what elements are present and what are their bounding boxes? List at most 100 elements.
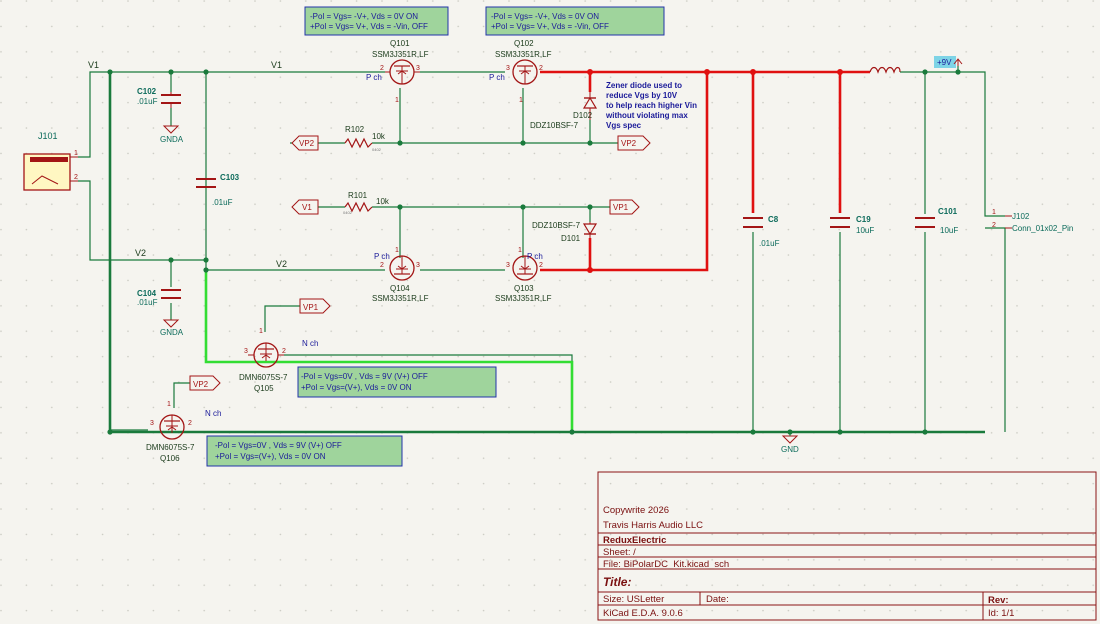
mosfet-q104[interactable]: Q104 SSM3J351R,LF P ch 2 3 1 [372, 247, 429, 303]
resistor-r101[interactable]: R101 10k 0402 [343, 191, 390, 215]
q102-pin2: 2 [539, 65, 543, 72]
q104-ref: Q104 [390, 284, 410, 293]
q101-value: SSM3J351R,LF [372, 50, 429, 59]
q104-pin3: 3 [416, 262, 420, 269]
q104-pin2: 2 [380, 262, 384, 269]
tb-size: Size: USLetter [603, 594, 664, 605]
q103-type: P ch [527, 252, 543, 261]
c103-value: .01uF [212, 198, 233, 207]
note-box-q101: -Pol = Vgs= -V+, Vds = 0V ON +Pol = Vgs=… [304, 6, 449, 36]
zener-note: Zener diode used to reduce Vgs by 10V to… [605, 81, 697, 130]
net-v2-mid: V2 [276, 259, 287, 269]
q106-value: DMN6075S-7 [146, 443, 195, 452]
label-vp2-right: VP2 [617, 135, 651, 151]
diode-d102[interactable]: D102 DDZ10BSF-7 [530, 92, 598, 130]
mosfet-q105[interactable]: DMN6075S-7 Q105 N ch 3 2 1 [239, 328, 318, 393]
q103-pin3: 3 [506, 262, 510, 269]
q102-value: SSM3J351R,LF [495, 50, 552, 59]
q104-value: SSM3J351R,LF [372, 294, 429, 303]
gnd-label: GND [781, 445, 799, 454]
q103-value: SSM3J351R,LF [495, 294, 552, 303]
note-q106-line2: +Pol = Vgs=(V+), Vds = 0V ON [215, 452, 326, 461]
q106-pin1: 1 [167, 401, 171, 408]
q101-pin1: 1 [395, 97, 399, 104]
q106-type: N ch [205, 409, 221, 418]
q103-pin2: 2 [539, 262, 543, 269]
label-vp2-q106: VP2 [189, 375, 221, 391]
mosfet-q102[interactable]: Q102 SSM3J351R,LF P ch 3 2 1 [489, 39, 552, 104]
j102-pin1: 1 [992, 209, 996, 216]
q104-pin1: 1 [395, 247, 399, 254]
note-q106-line1: -Pol = Vgs=0V , Vds = 9V (V+) OFF [215, 441, 342, 450]
note-box-q106: -Pol = Vgs=0V , Vds = 9V (V+) OFF +Pol =… [206, 435, 403, 467]
zener-note-line2: reduce Vgs by 10V [606, 91, 678, 100]
capacitor-c104[interactable]: C104 .01uF [137, 289, 181, 307]
q102-type: P ch [489, 73, 505, 82]
title-block-text: Copywrite 2026 Travis Harris Audio LLC R… [603, 505, 1014, 619]
q101-ref: Q101 [390, 39, 410, 48]
gnd-symbol: GND [781, 432, 799, 454]
diode-d101[interactable]: DDZ10BSF-7 D101 [532, 221, 598, 243]
net-v2-left: V2 [135, 248, 146, 258]
r102-value: 10k [372, 132, 386, 141]
note-box-q105: -Pol = Vgs=0V , Vds = 9V (V+) OFF +Pol =… [297, 366, 497, 398]
zener-note-line1: Zener diode used to [606, 81, 682, 90]
wires [78, 66, 1006, 432]
capacitor-c8[interactable]: C8 .01uF [743, 215, 780, 248]
q101-type: P ch [366, 73, 382, 82]
q105-pin1: 1 [259, 328, 263, 335]
capacitor-c102[interactable]: C102 .01uF [137, 87, 181, 108]
mosfet-q101[interactable]: Q101 SSM3J351R,LF P ch 2 3 1 [366, 39, 429, 104]
tb-project: ReduxElectric [603, 535, 666, 546]
c8-ref: C8 [768, 215, 779, 224]
tb-sheet: Sheet: / [603, 547, 636, 558]
label-vp2-left: VP2 [291, 135, 319, 151]
tb-file: File: BiPolarDC_Kit.kicad_sch [603, 559, 729, 570]
j101-pin1: 1 [74, 150, 78, 157]
net-v1-left: V1 [88, 60, 99, 70]
j102-ref: J102 [1012, 212, 1030, 221]
capacitor-c19[interactable]: C19 10uF [830, 215, 874, 235]
q102-pin3: 3 [506, 65, 510, 72]
mosfet-q103[interactable]: Q103 SSM3J351R,LF P ch 3 2 1 [495, 247, 552, 303]
zener-note-line5: Vgs spec [606, 121, 642, 130]
gnda-symbol-bottom: GNDA [160, 319, 184, 337]
q101-pin3: 3 [416, 65, 420, 72]
note-q101-line1: -Pol = Vgs= -V+, Vds = 0V ON [310, 12, 418, 21]
d101-value: DDZ10BSF-7 [532, 221, 581, 230]
vp1-right-text: VP1 [613, 203, 629, 212]
net-v1-mid: V1 [271, 60, 282, 70]
capacitor-c101[interactable]: C101 10uF [915, 207, 958, 235]
junction-dots [107, 69, 961, 435]
c19-ref: C19 [856, 215, 871, 224]
tb-tool: KiCad E.D.A. 9.0.6 [603, 608, 683, 619]
note-q102-line1: -Pol = Vgs= -V+, Vds = 0V ON [491, 12, 599, 21]
d102-ref: D102 [573, 111, 593, 120]
q105-pin3: 3 [244, 348, 248, 355]
q101-pin2: 2 [380, 65, 384, 72]
red-junction-dots [587, 69, 843, 273]
q105-value: DMN6075S-7 [239, 373, 288, 382]
tb-rev: Rev: [988, 595, 1009, 606]
r102-footprint: 0402 [372, 147, 382, 152]
q106-pin3: 3 [150, 420, 154, 427]
connector-j101[interactable]: J101 1 2 [23, 131, 78, 191]
connector-j102[interactable]: 1 2 J102 Conn_01x02_Pin [992, 209, 1073, 233]
vp2-right-text: VP2 [621, 139, 637, 148]
c103-ref: C103 [220, 173, 240, 182]
note-box-q102: -Pol = Vgs= -V+, Vds = 0V ON +Pol = Vgs=… [485, 6, 665, 36]
tb-date: Date: [706, 594, 729, 605]
mosfet-q106[interactable]: DMN6075S-7 Q106 N ch 3 2 1 [146, 401, 221, 463]
c101-value: 10uF [940, 226, 958, 235]
ferrite-bead[interactable] [869, 66, 901, 74]
capacitor-c103[interactable]: C103 .01uF [196, 173, 240, 207]
c104-ref: C104 [137, 289, 157, 298]
gnda-bottom-label: GNDA [160, 328, 184, 337]
gnda-symbol-top: GNDA [160, 125, 184, 144]
q106-ref: Q106 [160, 454, 180, 463]
resistor-r102[interactable]: R102 10k 0402 [344, 125, 386, 152]
c102-ref: C102 [137, 87, 157, 96]
label-vp1-q105: VP1 [299, 298, 331, 314]
r101-value: 10k [376, 197, 390, 206]
